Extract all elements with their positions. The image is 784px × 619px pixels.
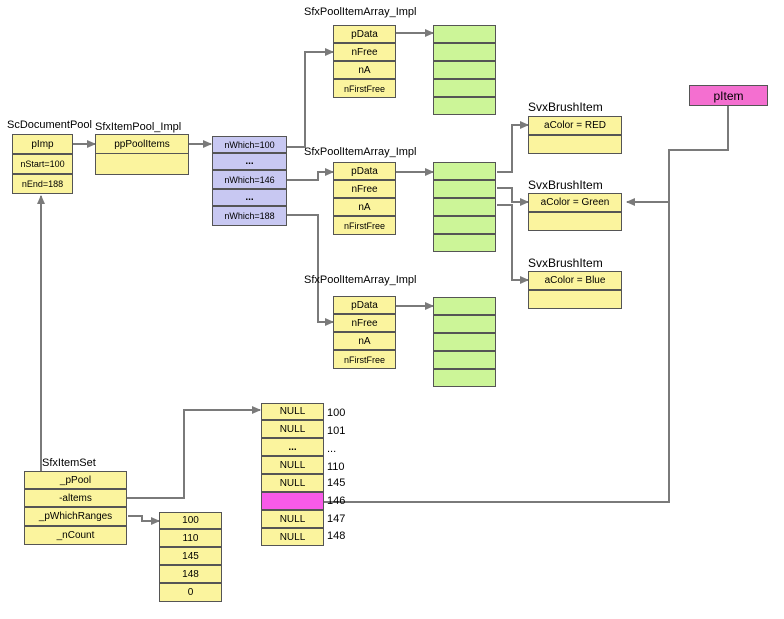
array2-title: SfxPoolItemArray_Impl xyxy=(304,146,417,158)
array1-title: SfxPoolItemArray_Impl xyxy=(304,6,417,18)
green-cell xyxy=(433,333,496,351)
items-index-146: 146 xyxy=(327,495,346,507)
arrow-ppool-to-docpool xyxy=(37,195,91,486)
green-cell xyxy=(433,216,496,234)
which-row-100: nWhich=100 xyxy=(212,136,287,153)
array2-nfirstfree: nFirstFree xyxy=(333,216,396,235)
array1-pdata: pData xyxy=(333,25,396,43)
arrow-which146-to-array2 xyxy=(286,168,334,181)
arrow-which100-to-array1 xyxy=(286,48,334,148)
green-cell xyxy=(433,162,496,180)
brush-blue-empty xyxy=(528,290,622,309)
arrow-which188-to-array3 xyxy=(286,214,334,326)
which-row-188: nWhich=188 xyxy=(212,206,287,226)
green-cell xyxy=(433,43,496,61)
items-cell-101: NULL xyxy=(261,420,324,438)
green-cell xyxy=(433,369,496,387)
arrow-pitem-to-green xyxy=(626,106,729,206)
items-cell-100: NULL xyxy=(261,403,324,420)
itemset-aitems: -altems xyxy=(24,489,127,507)
arrow-green-to-blue xyxy=(497,204,529,284)
array1-nfree: nFree xyxy=(333,43,396,61)
array3-pdata: pData xyxy=(333,296,396,314)
range-cell-148: 148 xyxy=(159,565,222,583)
array1-na: nA xyxy=(333,61,396,79)
itemset-ppool: _pPool xyxy=(24,471,127,489)
green-cell xyxy=(433,180,496,198)
range-cell-100: 100 xyxy=(159,512,222,529)
green-cell xyxy=(433,97,496,115)
items-cell-ellipsis: ... xyxy=(261,438,324,456)
green-cell xyxy=(433,297,496,315)
brush-green-empty xyxy=(528,212,622,231)
itempool-pppoolitems-field: ppPoolItems xyxy=(95,134,189,154)
items-index-101: 101 xyxy=(327,425,346,437)
items-index-145: 145 xyxy=(327,477,346,489)
array2-pdata: pData xyxy=(333,162,396,180)
docpool-nstart-field: nStart=100 xyxy=(12,154,73,174)
brush-blue-field: aColor = Blue xyxy=(528,271,622,290)
array1-nfirstfree: nFirstFree xyxy=(333,79,396,98)
arrow-ranges-to-rangearray xyxy=(128,515,160,525)
docpool-pimp-field: pImp xyxy=(12,134,73,154)
itemset-pwhichranges: _pWhichRanges xyxy=(24,507,127,526)
which-row-146: nWhich=146 xyxy=(212,170,287,189)
array2-na: nA xyxy=(333,198,396,216)
range-cell-145: 145 xyxy=(159,547,222,565)
array3-nfree: nFree xyxy=(333,314,396,332)
brush-green-title: SvxBrushItem xyxy=(528,178,603,192)
arrow-aitems-to-items xyxy=(124,406,261,499)
brush-green-field: aColor = Green xyxy=(528,193,622,212)
arrow-green-to-red xyxy=(497,121,529,173)
docpool-nend-field: nEnd=188 xyxy=(12,174,73,194)
arrow-green-to-green xyxy=(497,187,529,206)
brush-red-title: SvxBrushItem xyxy=(528,100,603,114)
array3-na: nA xyxy=(333,332,396,350)
array3-title: SfxPoolItemArray_Impl xyxy=(304,274,417,286)
green-cell xyxy=(433,25,496,43)
items-cell-145: NULL xyxy=(261,474,324,492)
brush-red-empty xyxy=(528,135,622,154)
green-cell xyxy=(433,315,496,333)
brush-red-field: aColor = RED xyxy=(528,116,622,135)
pitem-box: pItem xyxy=(689,85,768,106)
green-cell xyxy=(433,351,496,369)
green-cell xyxy=(433,234,496,252)
array3-nfirstfree: nFirstFree xyxy=(333,350,396,369)
itempool-title: SfxItemPool_Impl xyxy=(95,121,182,133)
docpool-title: ScDocumentPool xyxy=(7,119,92,131)
itemset-ncount: _nCount xyxy=(24,526,127,545)
items-cell-146 xyxy=(261,492,324,510)
items-index-100: 100 xyxy=(327,407,346,419)
items-index-147: 147 xyxy=(327,513,346,525)
items-index-ellipsis: ... xyxy=(327,443,337,455)
brush-blue-title: SvxBrushItem xyxy=(528,256,603,270)
array2-nfree: nFree xyxy=(333,180,396,198)
green-cell xyxy=(433,198,496,216)
range-cell-110: 110 xyxy=(159,529,222,547)
itemset-title: SfxItemSet xyxy=(42,457,96,469)
range-cell-0: 0 xyxy=(159,583,222,602)
which-row-ellipsis-2: ... xyxy=(212,189,287,206)
items-cell-110: NULL xyxy=(261,456,324,474)
line-item146-to-pitem xyxy=(324,202,670,503)
items-index-110: 110 xyxy=(327,461,345,473)
green-cell xyxy=(433,79,496,97)
which-row-ellipsis-1: ... xyxy=(212,153,287,170)
items-cell-148: NULL xyxy=(261,528,324,546)
items-index-148: 148 xyxy=(327,530,346,542)
items-cell-147: NULL xyxy=(261,510,324,528)
green-cell xyxy=(433,61,496,79)
